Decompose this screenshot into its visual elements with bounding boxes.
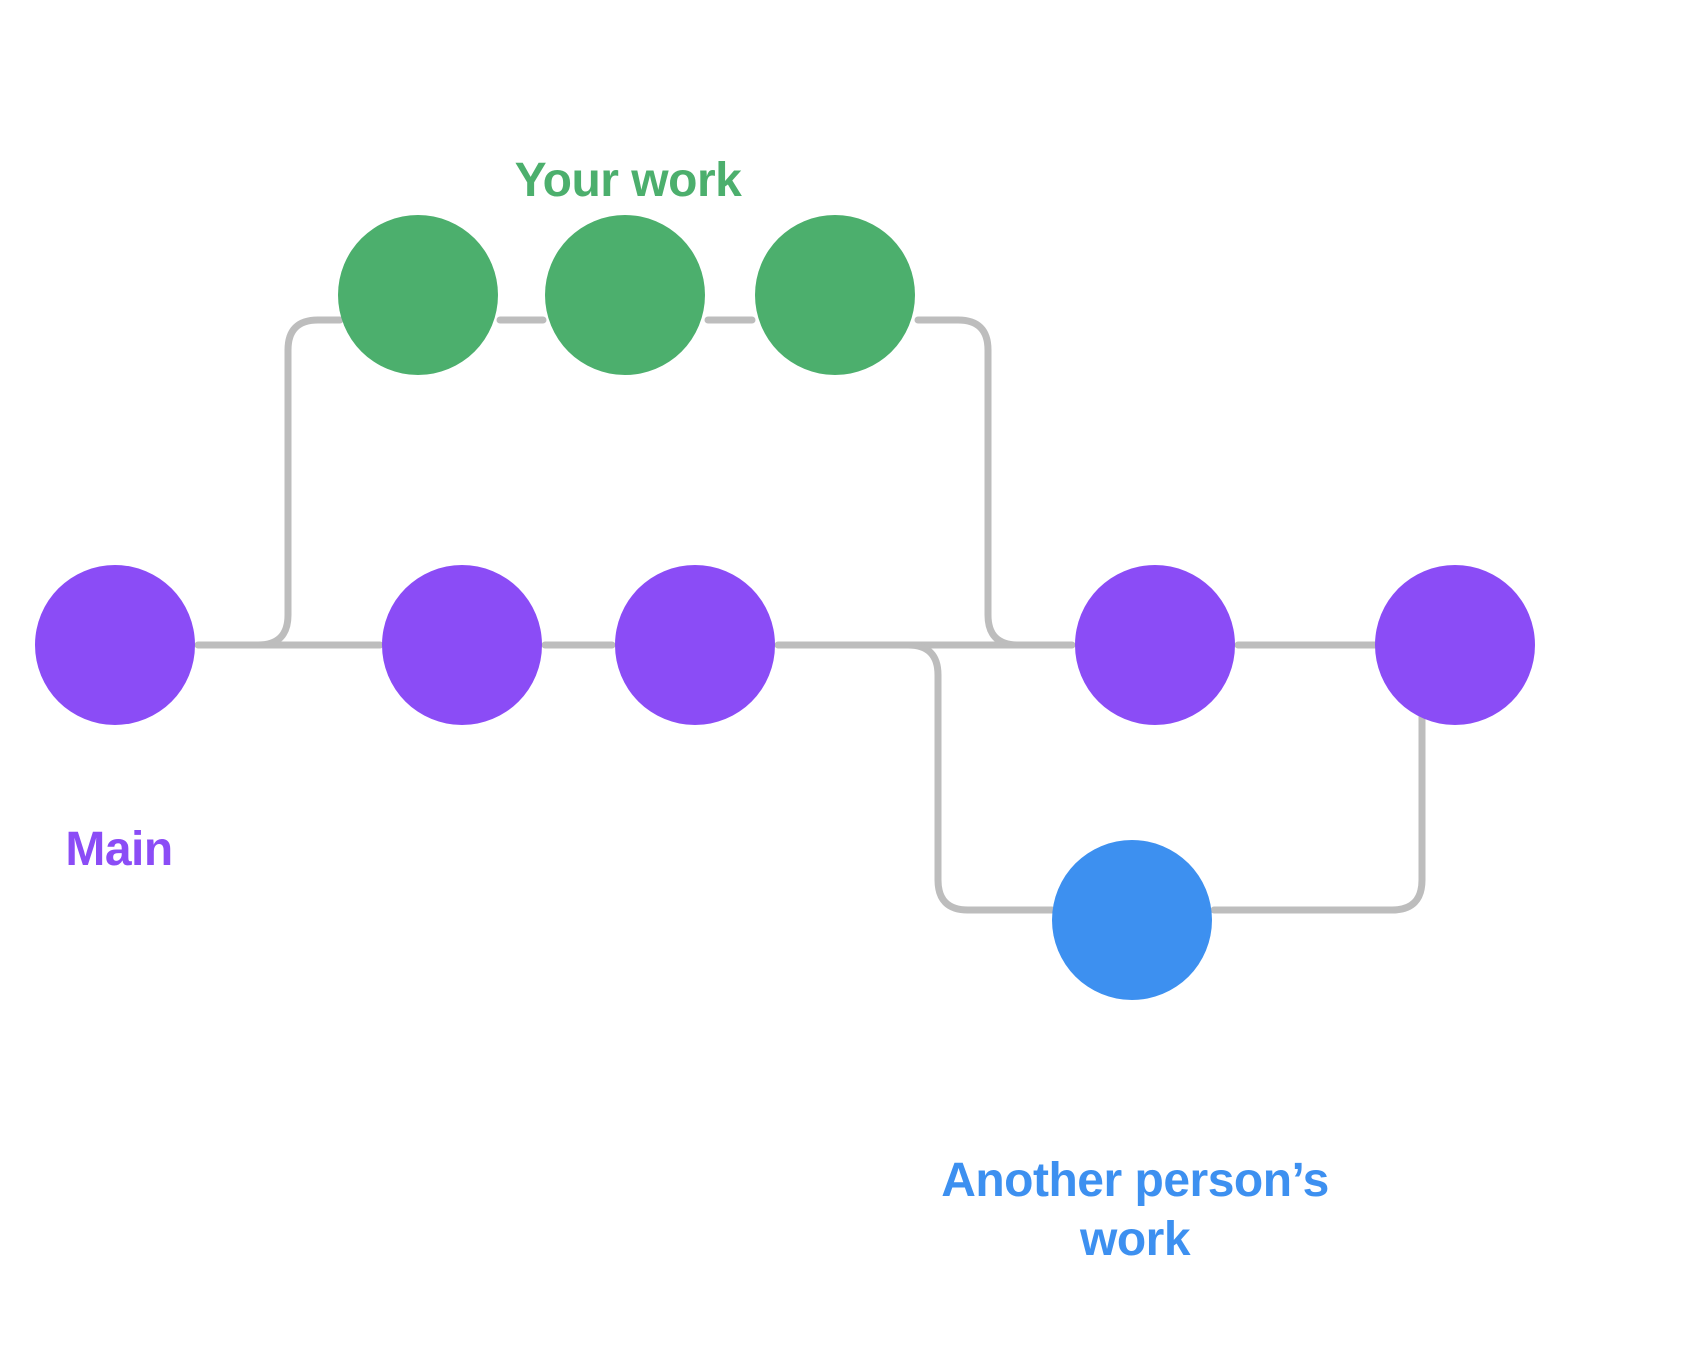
commit-node-main-5[interactable] [1375, 565, 1535, 725]
commit-node-main-3[interactable] [615, 565, 775, 725]
commit-node-blue-1[interactable] [1052, 840, 1212, 1000]
branch-out-to-another-person [904, 641, 1056, 914]
commit-node-green-1[interactable] [338, 215, 498, 375]
branch-out-to-your-work [254, 316, 344, 649]
commit-node-main-4[interactable] [1075, 565, 1235, 725]
merge-your-work-to-main [914, 316, 1064, 649]
commit-node-green-2[interactable] [545, 215, 705, 375]
label-another-person-work: Another person’s work [282, 1093, 1706, 1269]
commit-node-green-3[interactable] [755, 215, 915, 375]
commit-node-main-2[interactable] [382, 565, 542, 725]
label-your-work: Your work [0, 93, 1481, 210]
label-main-text: Main [65, 822, 173, 876]
label-another-person-work-text: Another person’s work [941, 1153, 1329, 1266]
commit-node-main-1[interactable] [35, 565, 195, 725]
label-your-work-text: Your work [514, 153, 742, 207]
label-main: Main [0, 762, 972, 879]
